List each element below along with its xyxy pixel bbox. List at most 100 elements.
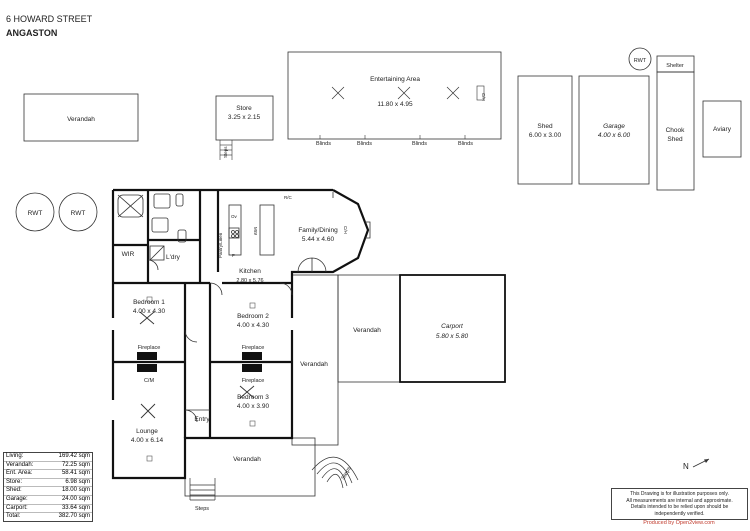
label-cm: C/M xyxy=(144,378,155,384)
area-value: 18.00 sqm xyxy=(61,487,90,494)
area-value: 6.98 sqm xyxy=(65,478,90,485)
shed-outline xyxy=(517,75,573,185)
label-fireplace-3: Fireplace xyxy=(242,378,265,384)
house-walls xyxy=(111,188,370,480)
area-label: Store: xyxy=(6,478,23,485)
area-row: Ent. Area: 58.41 sqm xyxy=(4,470,92,479)
aviary-outline xyxy=(702,100,742,158)
disclaimer-line: Details intended to be relied upon shoul… xyxy=(630,504,729,511)
garage-outline xyxy=(578,75,650,185)
label-bedroom2: Bedroom 2 xyxy=(237,313,269,320)
label-verandah-top-left: Verandah xyxy=(67,116,95,123)
area-value: 72.25 sqm xyxy=(61,461,90,468)
ceiling-fan-icons xyxy=(331,86,460,100)
label-lounge: Lounge xyxy=(136,428,158,435)
area-value: 58.41 sqm xyxy=(61,470,90,477)
verandah-bottom-outline xyxy=(184,437,316,497)
label-entry: Entry xyxy=(194,416,210,423)
area-label: Verandah: xyxy=(6,461,34,468)
label-ch: C/H xyxy=(481,93,486,101)
label-entertaining: Entertaining Area xyxy=(370,76,420,83)
label-blinds-4: Blinds xyxy=(458,141,473,147)
rwt-circle-left-1 xyxy=(15,192,55,232)
address-suburb: ANGASTON xyxy=(6,28,58,38)
area-label: Shed: xyxy=(6,487,22,494)
label-blinds-3: Blinds xyxy=(412,141,427,147)
area-value: 24.00 sqm xyxy=(61,495,90,502)
verandah-side-outline xyxy=(291,274,339,446)
label-ov: Ov xyxy=(231,214,238,219)
label-garage-dims: 4.00 x 6.00 xyxy=(598,132,631,139)
label-shed: Shed xyxy=(537,123,553,130)
disclaimer-line: This Drawing is for illustration purpose… xyxy=(630,491,729,497)
label-store-dims: 3.25 x 2.15 xyxy=(228,114,261,121)
ch-box xyxy=(476,85,485,101)
label-blinds-2: Blinds xyxy=(357,141,372,147)
area-row: Total: 382.70 sqm xyxy=(4,513,92,521)
label-rwt-left-2: RWT xyxy=(71,210,86,217)
area-row: Living: 169.42 sqm xyxy=(4,453,92,462)
label-family-ch: C/H xyxy=(343,226,348,234)
label-store: Store xyxy=(236,105,252,112)
label-rwt-top: RWT xyxy=(634,58,647,64)
carport-outline xyxy=(399,274,506,383)
label-bedroom3: Bedroom 3 xyxy=(237,394,269,401)
area-row: Shed: 18.00 sqm xyxy=(4,487,92,496)
area-value: 382.70 sqm xyxy=(58,513,90,520)
label-kitchen-dims: 2.80 x 5.76 xyxy=(236,278,263,284)
area-row: Store: 6.98 sqm xyxy=(4,479,92,488)
label-lounge-dims: 4.00 x 6.14 xyxy=(131,437,164,444)
rwt-circle-top xyxy=(628,47,652,71)
label-entertaining-dims: 11.80 x 4.95 xyxy=(377,101,413,108)
label-steps-curved: Steps xyxy=(341,466,353,481)
label-aviary: Aviary xyxy=(713,126,732,133)
rwt-circle-left-2 xyxy=(58,192,98,232)
disclaimer-line: independently verified. xyxy=(654,510,705,517)
credit-text: Produced by Open2view.com xyxy=(643,520,715,526)
label-pantry-linen: Pantry/Linen xyxy=(218,232,223,258)
label-kitchen: Kitchen xyxy=(239,268,261,275)
curved-steps xyxy=(311,456,359,489)
label-fireplace-1: Fireplace xyxy=(138,345,161,351)
label-carport: Carport xyxy=(441,323,464,330)
fireplace-icons xyxy=(137,352,262,372)
label-chook-2: Shed xyxy=(667,136,683,143)
label-steps-front: Steps xyxy=(195,506,209,512)
area-label: Total: xyxy=(6,513,21,520)
label-family-dining-dims: 5.44 x 4.60 xyxy=(302,236,335,243)
compass-n-label: N xyxy=(683,462,689,471)
label-bedroom3-dims: 4.00 x 3.90 xyxy=(237,403,270,410)
area-row: Garage: 24.00 sqm xyxy=(4,496,92,505)
label-family-dining: Family/Dining xyxy=(298,227,338,234)
entertaining-area-outline xyxy=(287,51,502,140)
area-row: Carport:33.64 sqm xyxy=(4,505,92,514)
label-bedroom1: Bedroom 1 xyxy=(133,299,165,306)
label-chook-1: Chook xyxy=(666,127,686,134)
front-steps xyxy=(189,478,216,501)
label-verandah-side: Verandah xyxy=(300,361,328,368)
verandah-top-left-outline xyxy=(23,93,139,142)
area-value: 169.42 sqm xyxy=(58,453,90,459)
disclaimer-box: This Drawing is for illustration purpose… xyxy=(611,488,748,521)
chook-shed-outline xyxy=(656,71,695,191)
label-blinds-1: Blinds xyxy=(316,141,331,147)
label-ldry: L'dry xyxy=(166,254,181,261)
room-fan-icons xyxy=(139,311,255,419)
label-fireplace-2: Fireplace xyxy=(242,345,265,351)
area-label: Ent. Area: xyxy=(6,470,33,477)
area-label: Garage: xyxy=(6,495,28,502)
label-store-steps: Steps xyxy=(223,146,228,158)
label-bedroom2-dims: 4.00 x 4.30 xyxy=(237,322,270,329)
label-garage: Garage xyxy=(603,123,625,130)
label-shed-dims: 6.00 x 3.00 xyxy=(529,132,562,139)
label-f: F xyxy=(232,253,235,258)
label-bedroom1-dims: 4.00 x 4.30 xyxy=(133,308,166,315)
label-mw: MW xyxy=(253,227,258,236)
label-shelter: Shelter xyxy=(666,63,684,69)
label-wir: WIR xyxy=(122,251,135,258)
label-rwt-left-1: RWT xyxy=(28,210,43,217)
label-carport-dims: 5.80 x 5.80 xyxy=(436,333,469,340)
area-label: Living: xyxy=(6,453,24,459)
